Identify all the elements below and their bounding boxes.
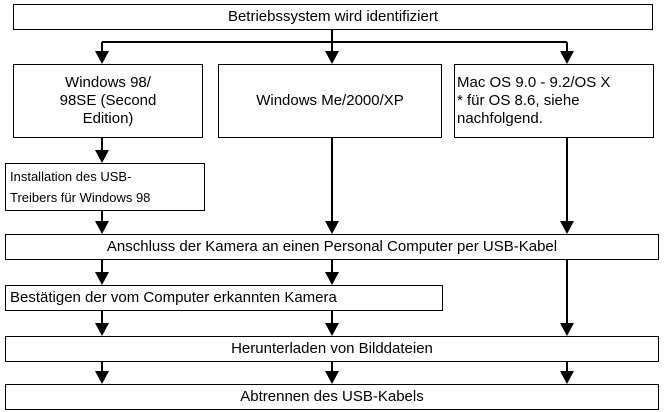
node-download-images: Herunterladen von Bilddateien [5,336,659,362]
arrow-to-confirm-left [95,272,109,285]
arrow-to-disconnect-right [560,371,574,384]
arrow-to-win98 [95,51,109,64]
arrow-to-disconnect-mid [325,371,339,384]
node-windows-me-2000-xp: Windows Me/2000/XP [218,64,442,138]
node-identify: Betriebssystem wird identifiziert [13,4,653,30]
arrow-to-disconnect-left [95,371,109,384]
node-connect-camera: Anschluss der Kamera an einen Personal C… [5,234,659,260]
arrow-winme-to-connect [325,221,339,234]
node-disconnect-usb: Abtrennen des USB-Kabels [5,384,659,410]
node-usb-driver-install: Installation des USB- Treibers für Windo… [5,163,205,211]
arrow-mac-to-connect [560,221,574,234]
node-windows-98: Windows 98/ 98SE (Second Edition) [13,64,203,138]
arrow-to-driver [95,150,109,163]
arrow-to-download-right [560,323,574,336]
arrow-driver-to-connect [95,221,109,234]
arrow-to-download-mid [325,323,339,336]
arrow-to-confirm-mid [325,272,339,285]
node-mac-os: Mac OS 9.0 - 9.2/OS X * für OS 8.6, sieh… [454,64,654,138]
arrow-to-winme [325,51,339,64]
arrow-to-download-left [95,323,109,336]
arrow-to-mac [560,51,574,64]
node-confirm-camera: Bestätigen der vom Computer erkannten Ka… [5,285,443,311]
